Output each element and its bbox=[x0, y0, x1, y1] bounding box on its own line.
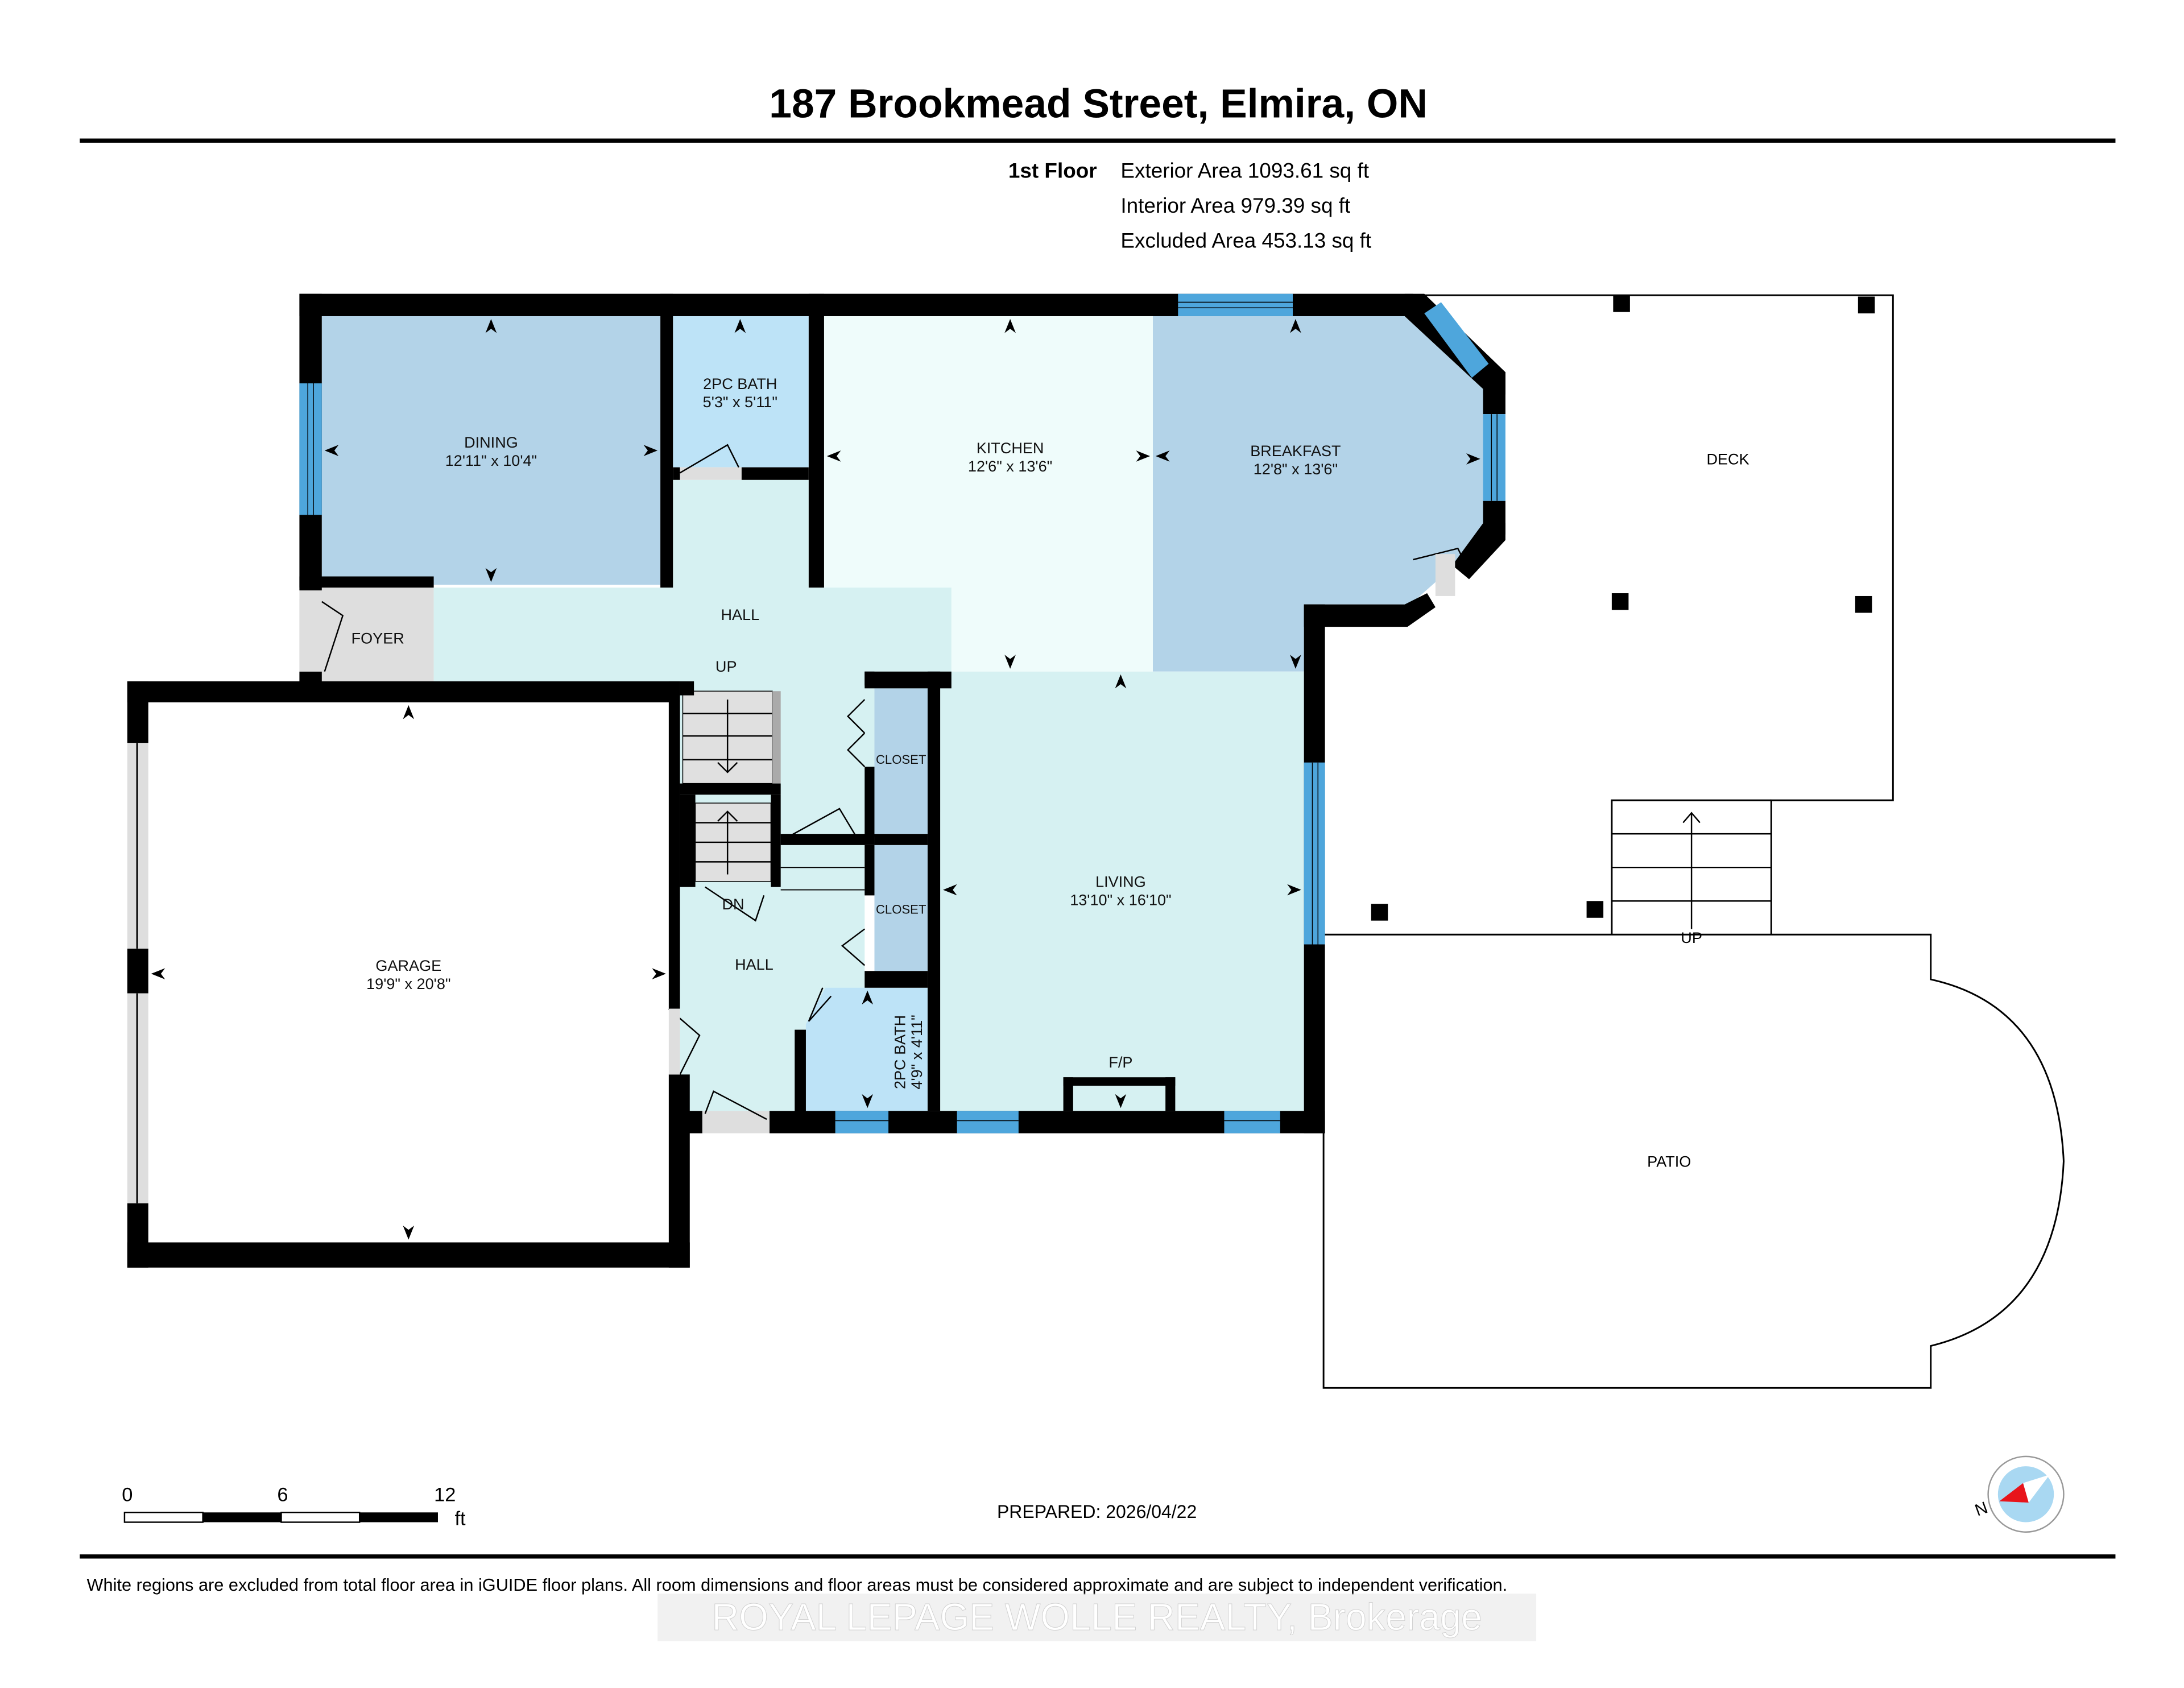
deck-label: DECK bbox=[1706, 451, 1749, 468]
header-divider bbox=[80, 138, 2116, 143]
scale-tick-12: 12 bbox=[434, 1484, 456, 1506]
watermark-bg bbox=[657, 1593, 1537, 1641]
living-label: LIVING bbox=[1095, 874, 1146, 891]
breakfast-room bbox=[1153, 316, 1483, 672]
upper-bath-dims: 5'3" x 5'11" bbox=[703, 394, 777, 411]
windows bbox=[127, 293, 1505, 1203]
upper-hall-label: HALL bbox=[721, 606, 759, 623]
dimension-markers bbox=[151, 318, 1480, 1240]
garage-dims: 19'9" x 20'8" bbox=[366, 975, 450, 992]
upper-bath-label: 2PC BATH bbox=[703, 375, 777, 392]
interior-area: Interior Area 979.39 sq ft bbox=[1120, 194, 1350, 217]
foyer-label: FOYER bbox=[351, 630, 404, 647]
watermark-text: ROYAL LEPAGE WOLLE REALTY, Brokerage bbox=[712, 1596, 1482, 1639]
scale-unit: ft bbox=[454, 1508, 466, 1529]
dining-label: DINING bbox=[464, 434, 518, 451]
living-room bbox=[940, 671, 1304, 1111]
compass-north-label: N bbox=[1972, 1498, 1990, 1520]
closet-lower-label: CLOSET bbox=[876, 902, 926, 916]
page-title: 187 Brookmead Street, Elmira, ON bbox=[769, 81, 1428, 127]
patio-label: PATIO bbox=[1647, 1153, 1691, 1170]
closet-upper-label: CLOSET bbox=[876, 752, 926, 767]
room-labels: DINING 12'11" x 10'4" 2PC BATH 5'3" x 5'… bbox=[351, 375, 1341, 1090]
stair-up-label: UP bbox=[715, 658, 737, 675]
exterior-area: Exterior Area 1093.61 sq ft bbox=[1120, 159, 1369, 182]
lower-hall-label: HALL bbox=[735, 956, 774, 973]
closet-lower bbox=[874, 845, 928, 971]
garage-label: GARAGE bbox=[375, 957, 441, 974]
deck-stair-up-label: UP bbox=[1681, 929, 1702, 946]
deck: DECK UP bbox=[1371, 294, 1894, 946]
footer-divider bbox=[80, 1554, 2116, 1559]
patio: PATIO bbox=[1322, 933, 2065, 1389]
stair-down-label: DN bbox=[722, 896, 744, 913]
prepared-date: PREPARED: 2026/04/22 bbox=[997, 1501, 1197, 1522]
closet-upper bbox=[874, 688, 928, 834]
hall-corridor bbox=[673, 479, 809, 589]
excluded-area: Excluded Area 453.13 sq ft bbox=[1120, 229, 1371, 252]
dining-room bbox=[321, 316, 661, 585]
scale-tick-0: 0 bbox=[122, 1484, 133, 1506]
scale-bar: 0 6 12 ft bbox=[122, 1484, 466, 1530]
scale-tick-6: 6 bbox=[277, 1484, 288, 1506]
garage-room bbox=[148, 702, 669, 1243]
disclaimer-text: White regions are excluded from total fl… bbox=[87, 1575, 1508, 1595]
breakfast-dims: 12'8" x 13'6" bbox=[1254, 461, 1338, 478]
compass-icon: N bbox=[1972, 1455, 2065, 1533]
kitchen-dims: 12'6" x 13'6" bbox=[968, 458, 1052, 475]
fireplace-label: F/P bbox=[1108, 1054, 1132, 1071]
doors bbox=[299, 444, 1465, 1133]
breakfast-label: BREAKFAST bbox=[1250, 442, 1341, 460]
kitchen-label: KITCHEN bbox=[977, 440, 1044, 457]
lower-bath-dims: 4'9" x 4'11" bbox=[908, 1015, 925, 1089]
upper-bath bbox=[673, 316, 809, 467]
lower-bath-label: 2PC BATH bbox=[892, 1015, 909, 1089]
lower-bath bbox=[805, 987, 928, 1111]
dining-dims: 12'11" x 10'4" bbox=[445, 452, 537, 469]
floor-label: 1st Floor bbox=[1008, 159, 1097, 182]
living-dims: 13'10" x 16'10" bbox=[1070, 892, 1171, 909]
